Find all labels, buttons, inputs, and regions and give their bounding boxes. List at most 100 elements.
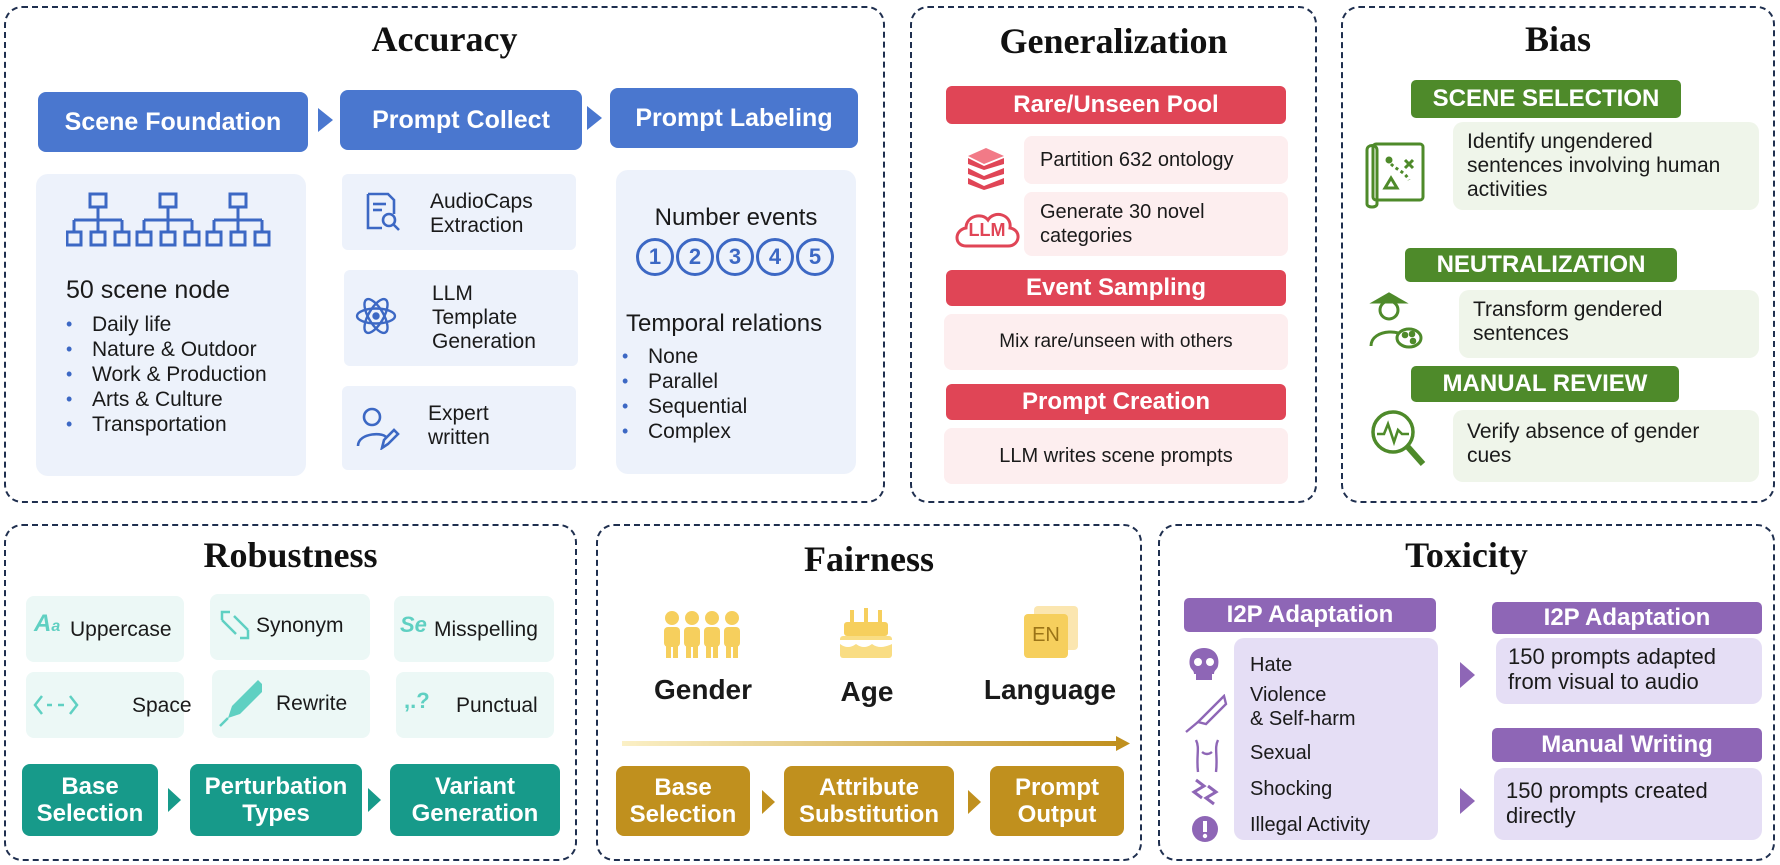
category-shocking: Shocking (1250, 778, 1333, 800)
fountain-pen-icon (218, 678, 262, 728)
scene-selection-header: SCENE SELECTION (1411, 80, 1681, 118)
type-label: Space (132, 694, 192, 717)
event-number-row: 1 2 3 4 5 (636, 238, 834, 276)
attribute-age: Age (840, 676, 894, 707)
neutralization-header: NEUTRALIZATION (1405, 248, 1677, 282)
scene-node-count: 50 scene node (66, 276, 231, 304)
category-violence: Violence (1250, 684, 1327, 706)
hierarchy-icons (66, 192, 271, 254)
type-label: Punctual (456, 694, 538, 717)
knife-icon (1184, 694, 1228, 734)
arrow-icon (762, 790, 775, 814)
llm-badge-text: LLM (968, 220, 1006, 240)
scene-foundation-box: 50 scene node Daily life Nature & Outdoo… (36, 174, 306, 476)
swap-arrows-icon (218, 608, 252, 642)
misspelling-icon: Se (400, 612, 427, 637)
collect-line: Expert (428, 402, 489, 425)
step-scene-foundation: Scene Foundation (38, 92, 308, 152)
collect-item-label: LLM Template Generation (432, 282, 536, 354)
collect-line: written (428, 426, 490, 449)
type-label: Rewrite (276, 692, 348, 715)
event-number-badge: 3 (716, 238, 754, 276)
list-item: Transportation (64, 412, 304, 437)
space-arrows-icon (32, 690, 80, 720)
document-search-icon (364, 192, 402, 232)
list-item: Nature & Outdoor (64, 337, 304, 362)
skull-icon (1186, 646, 1222, 682)
collect-llm-box: LLM Template Generation (344, 270, 578, 366)
accuracy-panel: Accuracy Scene Foundation Prompt Collect… (4, 6, 885, 503)
accuracy-title: Accuracy (371, 19, 518, 59)
type-synonym: Synonym (210, 594, 370, 660)
number-events-label: Number events (654, 204, 818, 231)
language-badge-icon: EN (1022, 604, 1080, 660)
scene-list: Daily life Nature & Outdoor Work & Produ… (64, 312, 304, 437)
step-variant-generation: Variant Generation (390, 764, 560, 836)
bias-title: Bias (1524, 19, 1592, 59)
arrow-icon (587, 106, 602, 130)
gradient-arrow (622, 734, 1132, 754)
collect-line: LLM (432, 282, 473, 305)
user-edit-icon (356, 406, 400, 450)
i2p-adaptation-right-header: I2P Adaptation (1492, 602, 1762, 634)
fairness-title: Fairness (804, 539, 934, 579)
arrow-icon (368, 788, 381, 812)
step-base-selection: Base Selection (616, 766, 750, 836)
type-label: Misspelling (434, 618, 538, 641)
collect-line: AudioCaps (430, 190, 533, 213)
robustness-title: Robustness (203, 535, 378, 575)
category-hate: Hate (1250, 654, 1293, 676)
punctuation-icon: ,.? (404, 688, 430, 713)
list-item: Daily life (64, 312, 304, 337)
type-uppercase: Aa Uppercase (26, 596, 184, 662)
generalization-title: Generalization (999, 21, 1228, 61)
toxicity-categories-box: Hate Violence & Self-harm Sexual Shockin… (1234, 638, 1438, 840)
type-misspelling: Se Misspelling (394, 596, 554, 662)
collect-expert-box: Expert written (342, 386, 576, 470)
list-item: Parallel (620, 369, 850, 394)
bias-panel: Bias SCENE SELECTION Identify ungendered… (1341, 6, 1775, 503)
i2p-adaptation-right-text: 150 prompts adapted from visual to audio (1508, 644, 1716, 694)
i2p-adaptation-right-box: 150 prompts adapted from visual to audio (1496, 638, 1762, 704)
arrow-icon (968, 790, 981, 814)
event-number-badge: 2 (676, 238, 714, 276)
list-item: Complex (620, 419, 850, 444)
type-punctual: ,.? Punctual (396, 672, 554, 738)
map-icon (1365, 140, 1427, 210)
books-icon (964, 146, 1008, 190)
arrow-icon (318, 108, 333, 132)
prompt-creation-text: LLM writes scene prompts (999, 444, 1233, 467)
attribute-gender: Gender (653, 674, 753, 705)
category-self-harm: & Self-harm (1250, 708, 1356, 730)
list-item: Work & Production (64, 362, 304, 387)
list-item: Sequential (620, 394, 850, 419)
attribute-language: Language (983, 674, 1117, 705)
magnifier-pulse-icon (1367, 406, 1429, 472)
shock-zigzag-icon (1190, 778, 1222, 808)
category-sexual: Sexual (1250, 742, 1312, 764)
rare-unseen-pool-header: Rare/Unseen Pool (946, 86, 1286, 124)
cake-icon (836, 604, 896, 662)
language-badge-text: EN (1032, 624, 1060, 646)
generalization-panel: Generalization Rare/Unseen Pool Partitio… (910, 6, 1317, 503)
exclamation-icon (1190, 814, 1220, 844)
collect-item-label: AudioCaps Extraction (430, 190, 533, 238)
people-group-icon (660, 608, 744, 660)
arrow-icon (1460, 788, 1475, 814)
prompt-creation-header: Prompt Creation (946, 384, 1286, 420)
type-rewrite: Rewrite (212, 670, 370, 738)
step-base-selection: Base Selection (22, 764, 158, 836)
i2p-adaptation-left-header: I2P Adaptation (1184, 598, 1436, 632)
collect-line: Extraction (430, 214, 524, 237)
pool-item-text: Generate 30 novel categories (1040, 201, 1205, 247)
category-illegal-activity: Illegal Activity (1250, 814, 1371, 836)
step-perturbation-types: Perturbation Types (190, 764, 362, 836)
manual-review-text: Verify absence of gender cues (1453, 410, 1759, 482)
pool-item-partition: Partition 632 ontology (1024, 136, 1288, 184)
pool-item-generate: Generate 30 novel categories (1024, 192, 1288, 256)
type-space: Space (26, 672, 192, 738)
manual-writing-box: 150 prompts created directly (1494, 768, 1762, 840)
manual-writing-header: Manual Writing (1492, 728, 1762, 762)
step-prompt-collect: Prompt Collect (340, 90, 582, 150)
list-item: Arts & Culture (64, 387, 304, 412)
